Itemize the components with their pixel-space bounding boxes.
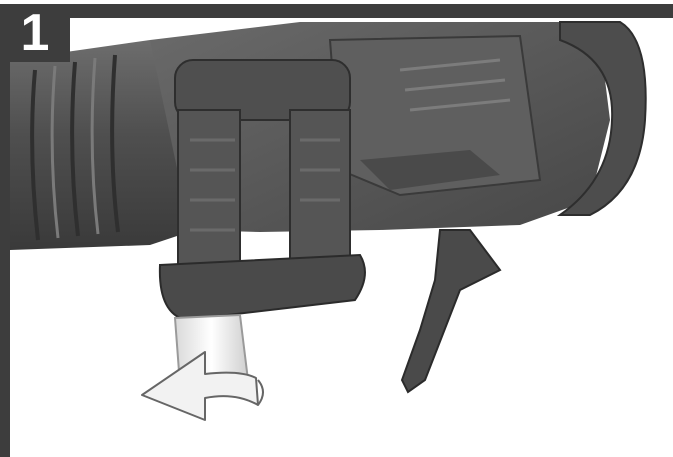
frame-top-border [0, 4, 673, 18]
frame-left-border [0, 4, 10, 457]
trigger [400, 229, 502, 394]
step-number-badge: 1 [0, 4, 70, 62]
side-handle [158, 59, 366, 322]
rear-handle [556, 21, 647, 216]
rotate-counterclockwise-arrow-icon [141, 351, 264, 421]
hammer-barrel [10, 40, 195, 250]
